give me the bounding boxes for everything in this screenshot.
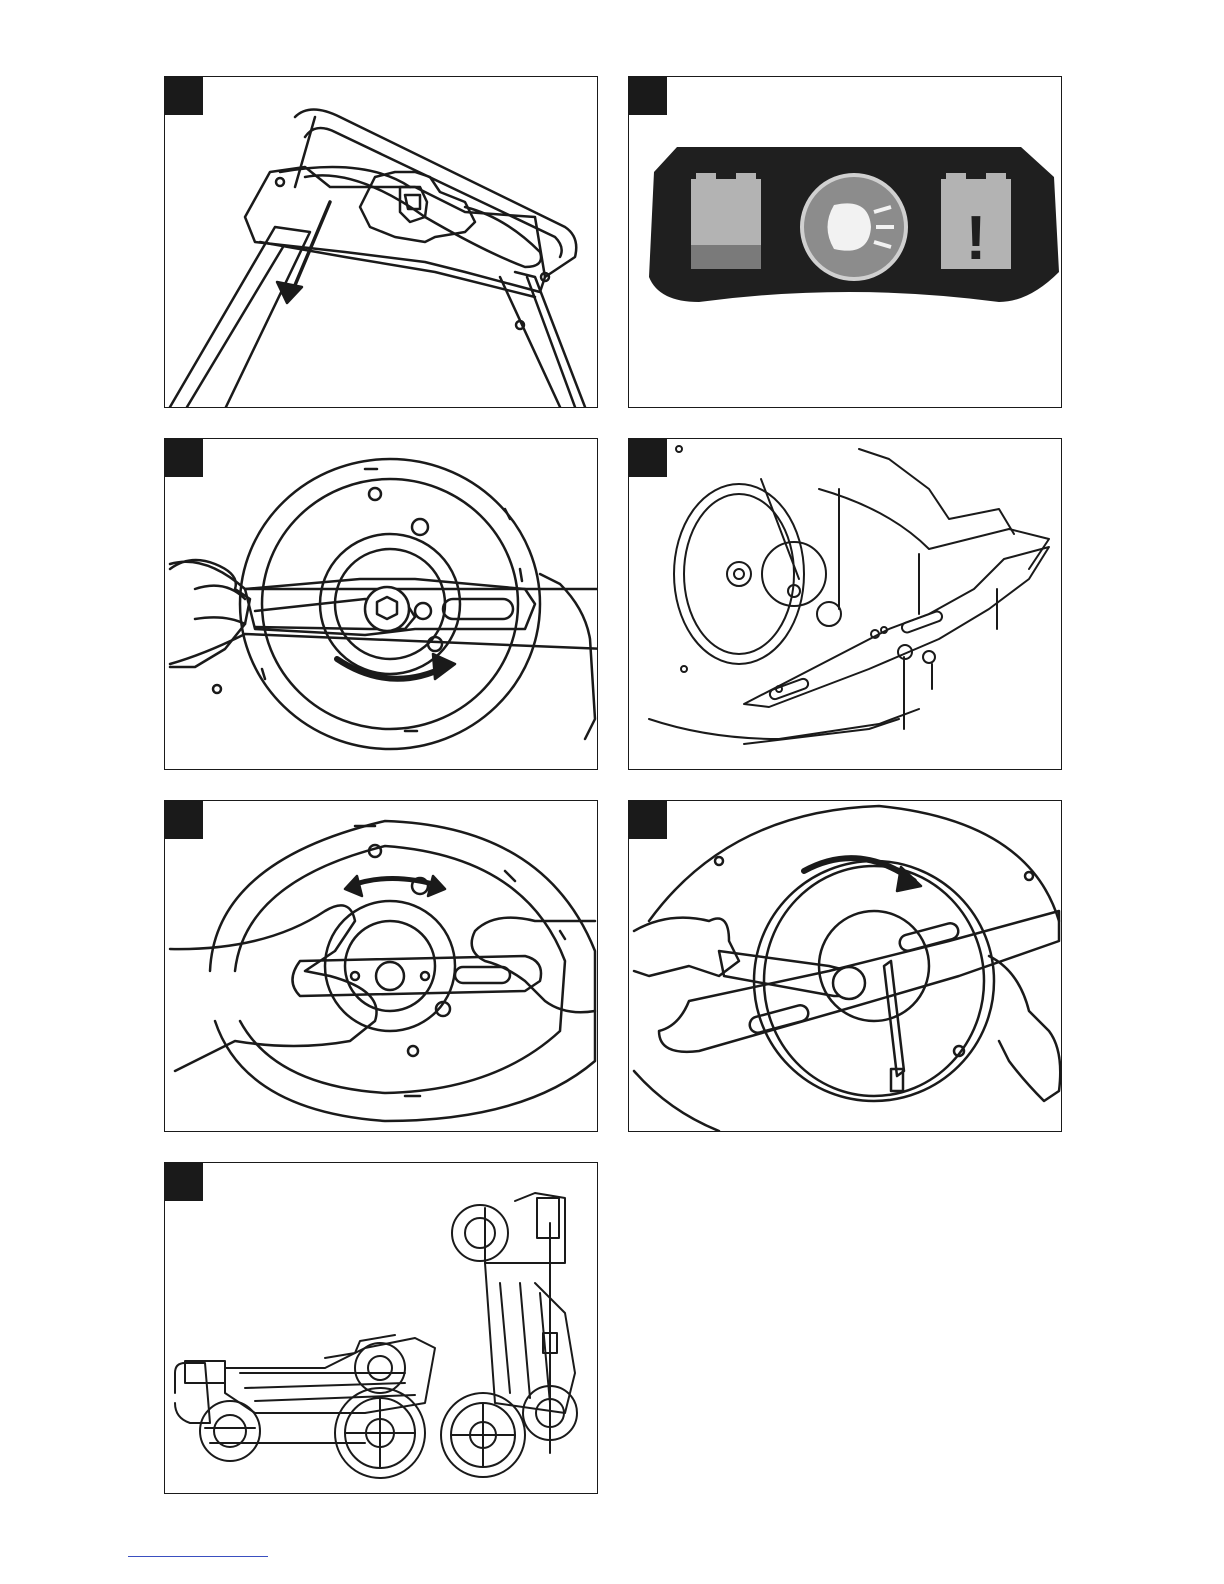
warning-symbol: ! bbox=[966, 204, 987, 273]
figure-panel-7 bbox=[164, 1162, 598, 1494]
control-panel-icons: ! bbox=[629, 77, 1062, 408]
align-blade-hands-icon bbox=[165, 801, 598, 1132]
figure-panel-5 bbox=[164, 800, 598, 1132]
blade-exploded-view-icon bbox=[629, 439, 1062, 770]
mower-storage-positions-icon bbox=[165, 1163, 598, 1494]
figure-panel-2: ! bbox=[628, 76, 1062, 408]
footer-rule bbox=[128, 1556, 268, 1557]
battery-warning-icon: ! bbox=[941, 173, 1011, 273]
figure-panel-4 bbox=[628, 438, 1062, 770]
figure-panel-1 bbox=[164, 76, 598, 408]
tighten-blade-wrench-icon bbox=[629, 801, 1062, 1132]
mower-flat-icon bbox=[175, 1335, 435, 1478]
handle-cable-arrow-icon bbox=[165, 77, 598, 408]
battery-level-icon bbox=[691, 173, 761, 269]
figure-panel-6 bbox=[628, 800, 1062, 1132]
remove-blade-wrench-icon bbox=[165, 439, 598, 770]
headlight-icon bbox=[802, 175, 906, 279]
figure-panel-3 bbox=[164, 438, 598, 770]
mower-upright-icon bbox=[441, 1193, 577, 1477]
